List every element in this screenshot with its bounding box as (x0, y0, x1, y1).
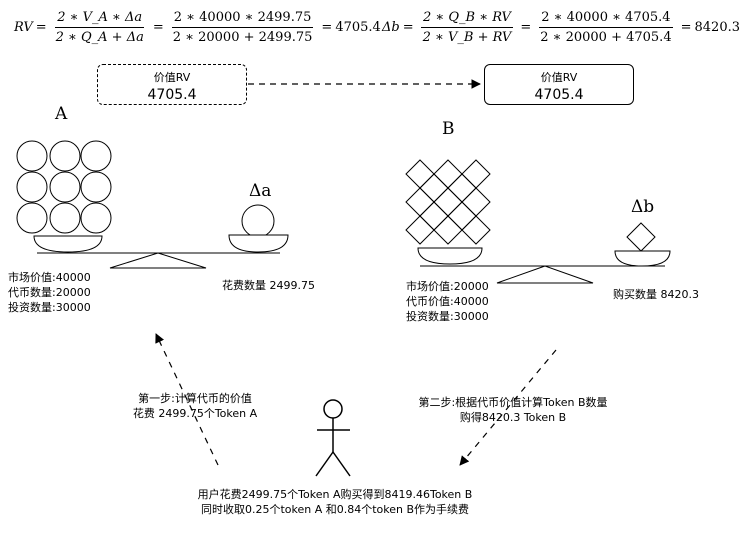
pool-a-stat-token-count: 代币数量:20000 (8, 286, 91, 299)
formula-rv-symbolic-fraction: 2 ∗ V_A ∗ Δa 2 ∗ Q_A + Δa (54, 10, 146, 45)
formula-db: Δb = 2 ∗ Q_B ∗ RV 2 ∗ V_B + RV = 2 ∗ 400… (382, 10, 740, 45)
step2-label: 第二步:根据代币价值计算Token B数量 购得8420.3 Token B (400, 395, 626, 425)
formula-rv-lhs: RV (14, 20, 33, 35)
formula-rv-symbolic-denominator: 2 ∗ Q_A + Δa (55, 30, 144, 45)
step2-arrow (459, 349, 557, 466)
pool-a-fulcrum (109, 252, 207, 269)
formula-rv-numeric-denominator: 2 ∗ 20000 + 2499.75 (172, 30, 313, 45)
step1-label: 第一步:计算代币的价值 花费 2499.75个Token A (120, 391, 270, 421)
rv-box-left-label: 价值RV (153, 71, 191, 84)
rv-box-right-label: 价值RV (540, 71, 578, 84)
pool-a-stats: 市场价值:40000 代币数量:20000 投资数量:30000 (8, 270, 91, 315)
pool-a-right-pan (228, 234, 289, 253)
formula-db-lhs: Δb (382, 20, 400, 35)
pool-b-stats: 市场价值:20000 代币价值:40000 投资数量:30000 (406, 279, 489, 324)
formula-rv-symbolic-numerator: 2 ∗ V_A ∗ Δa (55, 10, 145, 28)
pool-a-left-pan (33, 235, 103, 253)
formula-db-numeric-denominator: 2 ∗ 20000 + 4705.4 (540, 30, 672, 45)
pool-b-right-pan (614, 250, 671, 267)
pool-b-delta-token (626, 222, 656, 252)
step1-detail: 花费 2499.75个Token A (132, 407, 258, 420)
rv-box-left-value: 4705.4 (147, 87, 197, 103)
pool-a-spend-label: 花费数量 2499.75 (222, 279, 315, 292)
pool-b-stat-market-value: 市场价值:20000 (406, 280, 489, 293)
formula-db-symbolic-numerator: 2 ∗ Q_B ∗ RV (421, 10, 513, 28)
formula-rv-numeric-numerator: 2 ∗ 40000 ∗ 2499.75 (171, 10, 314, 28)
pool-b-fulcrum (496, 265, 594, 284)
rv-box-right-value: 4705.4 (534, 87, 584, 103)
user-summary: 用户花费2499.75个Token A购买得到8419.46Token B 同时… (160, 487, 510, 517)
pool-b-letter: B (442, 119, 455, 139)
pool-b-stat-invest-count: 投资数量:30000 (406, 310, 489, 323)
step1-arrow (155, 333, 219, 466)
step2-title: 第二步:根据代币价值计算Token B数量 (418, 396, 608, 409)
pool-a-coins (16, 140, 112, 234)
formula-db-numeric-fraction: 2 ∗ 40000 ∗ 4705.4 2 ∗ 20000 + 4705.4 (538, 10, 673, 45)
pool-a-letter: A (55, 104, 68, 124)
pool-a-stat-market-value: 市场价值:40000 (8, 271, 91, 284)
formula-db-numeric-numerator: 2 ∗ 40000 ∗ 4705.4 (539, 10, 673, 28)
pool-b-stat-token-value: 代币价值:40000 (406, 295, 489, 308)
formula-rv-result: 4705.4 (335, 20, 381, 35)
rv-box-right: 价值RV 4705.4 (484, 64, 634, 105)
rv-box-left: 价值RV 4705.4 (97, 64, 247, 105)
step2-detail: 购得8420.3 Token B (459, 411, 567, 424)
user-icon (315, 399, 351, 477)
pool-a-delta-label: Δa (249, 181, 272, 201)
user-summary-line2: 同时收取0.25个token A 和0.84个token B作为手续费 (200, 503, 470, 516)
step1-title: 第一步:计算代币的价值 (138, 392, 252, 405)
formula-rv: RV = 2 ∗ V_A ∗ Δa 2 ∗ Q_A + Δa = 2 ∗ 400… (14, 10, 381, 45)
formula-db-symbolic-fraction: 2 ∗ Q_B ∗ RV 2 ∗ V_B + RV (421, 10, 514, 45)
pool-b-tokens (405, 159, 491, 245)
pool-b-left-pan (417, 247, 483, 265)
pool-b-buy-label: 购买数量 8420.3 (613, 288, 699, 301)
formula-db-symbolic-denominator: 2 ∗ V_B + RV (422, 30, 512, 45)
formula-db-result: 8420.3 (694, 20, 740, 35)
pool-a-stat-invest-count: 投资数量:30000 (8, 301, 91, 314)
pool-b-delta-label: Δb (631, 197, 655, 217)
pool-a-delta-coin (241, 204, 275, 238)
user-summary-line1: 用户花费2499.75个Token A购买得到8419.46Token B (197, 488, 473, 501)
formula-rv-numeric-fraction: 2 ∗ 40000 ∗ 2499.75 2 ∗ 20000 + 2499.75 (171, 10, 315, 45)
